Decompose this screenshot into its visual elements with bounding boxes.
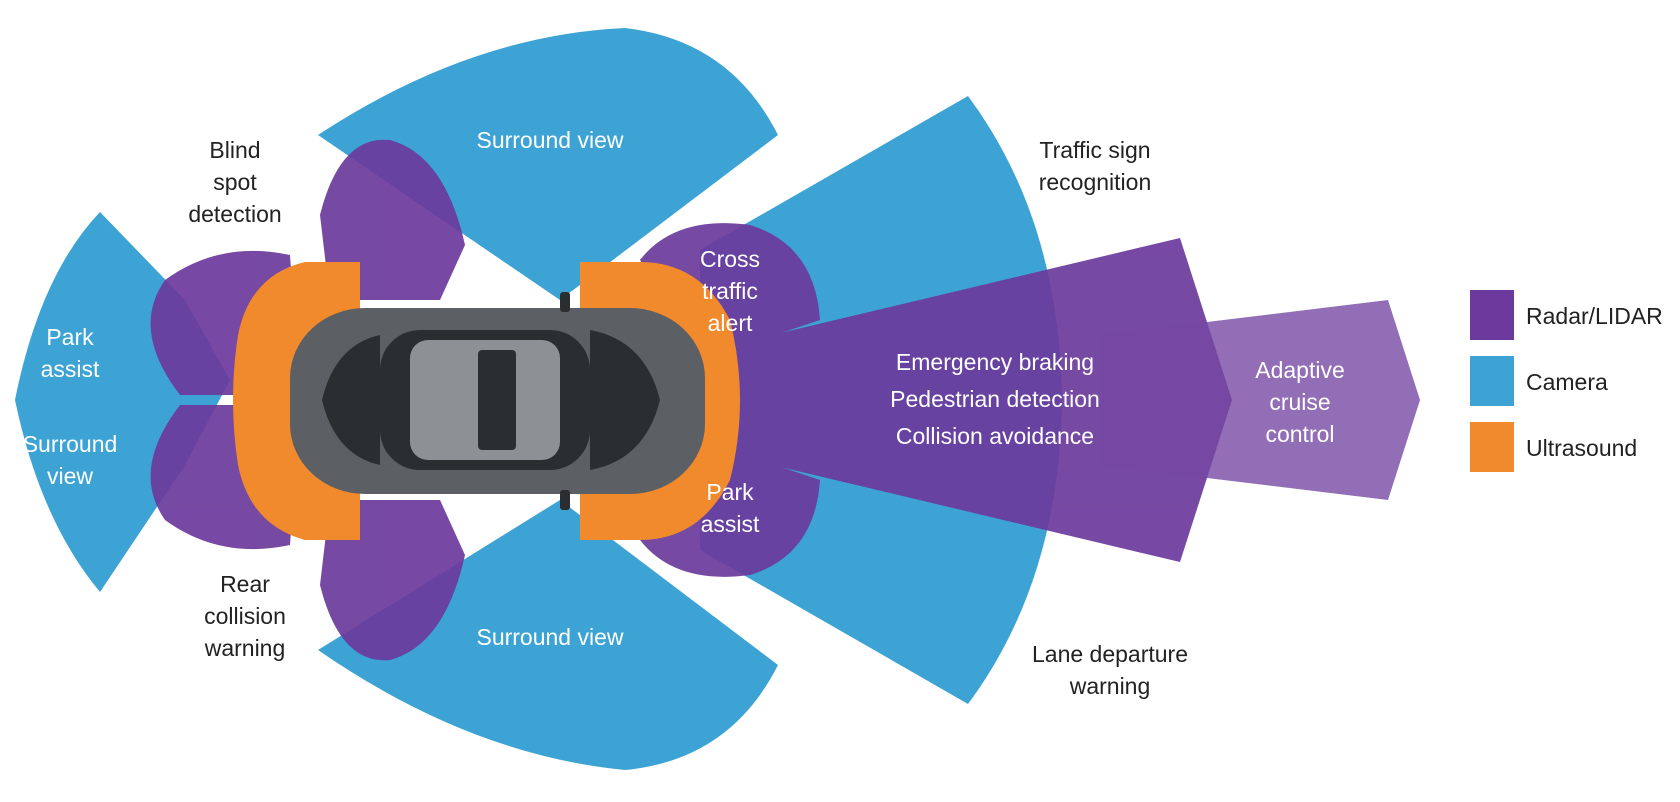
blind-spot-label-line1: Blind — [209, 137, 260, 163]
car — [290, 292, 705, 510]
legend-label-camera: Camera — [1526, 369, 1608, 395]
park-assist-front-label-line1: Park — [706, 479, 754, 505]
legend-swatch-ultrasound — [1470, 422, 1514, 472]
traffic-sign-label-line1: Traffic sign — [1039, 137, 1150, 163]
cross-traffic-label-line1: Cross — [700, 246, 760, 272]
legend: Radar/LIDAR Camera Ultrasound — [1470, 290, 1663, 472]
lane-departure-label-line1: Lane departure — [1032, 641, 1188, 667]
car-mirror-bottom — [560, 490, 570, 510]
park-assist-rear-label-line1: Park — [46, 324, 94, 350]
car-windshield — [590, 330, 660, 470]
adaptive-cruise-label-line2: cruise — [1269, 389, 1330, 415]
legend-label-radar: Radar/LIDAR — [1526, 303, 1663, 329]
car-sunroof — [478, 350, 516, 450]
park-assist-front-label-line2: assist — [701, 511, 760, 537]
car-rear-window — [322, 335, 380, 465]
park-assist-rear-label-line2: assist — [41, 356, 100, 382]
lane-departure-label-line2: warning — [1069, 673, 1151, 699]
radar-front-zone — [730, 238, 1232, 562]
radar-adaptive-cruise-zone — [1100, 300, 1420, 500]
surround-view-rear-label-line1: Surround — [23, 431, 118, 457]
radar-blind-spot-top-zone — [320, 139, 465, 300]
blind-spot-label-line2: spot — [213, 169, 257, 195]
adaptive-cruise-label-line1: Adaptive — [1255, 357, 1345, 383]
camera-bottom-zone — [318, 500, 778, 770]
legend-label-ultrasound: Ultrasound — [1526, 435, 1637, 461]
surround-view-top-label: Surround view — [476, 127, 623, 153]
front-radar-label-line1: Emergency braking — [896, 349, 1094, 375]
car-mirror-top — [560, 292, 570, 312]
surround-view-rear-label-line2: view — [47, 463, 93, 489]
radar-blind-spot-bottom-zone — [320, 500, 465, 661]
legend-swatch-camera — [1470, 356, 1514, 406]
front-radar-label-line3: Collision avoidance — [896, 423, 1094, 449]
cross-traffic-label-line2: traffic — [702, 278, 758, 304]
traffic-sign-label-line2: recognition — [1039, 169, 1152, 195]
labels: Blind spot detection Park assist Surroun… — [23, 127, 1345, 699]
legend-swatch-radar — [1470, 290, 1514, 340]
rear-collision-label-line1: Rear — [220, 571, 270, 597]
front-radar-label-line2: Pedestrian detection — [890, 386, 1100, 412]
blind-spot-label-line3: detection — [188, 201, 281, 227]
camera-top-zone — [318, 28, 778, 300]
cross-traffic-label-line3: alert — [708, 310, 753, 336]
rear-collision-label-line2: collision — [204, 603, 286, 629]
surround-view-bottom-label: Surround view — [476, 624, 623, 650]
rear-collision-label-line3: warning — [204, 635, 286, 661]
adaptive-cruise-label-line3: control — [1265, 421, 1334, 447]
